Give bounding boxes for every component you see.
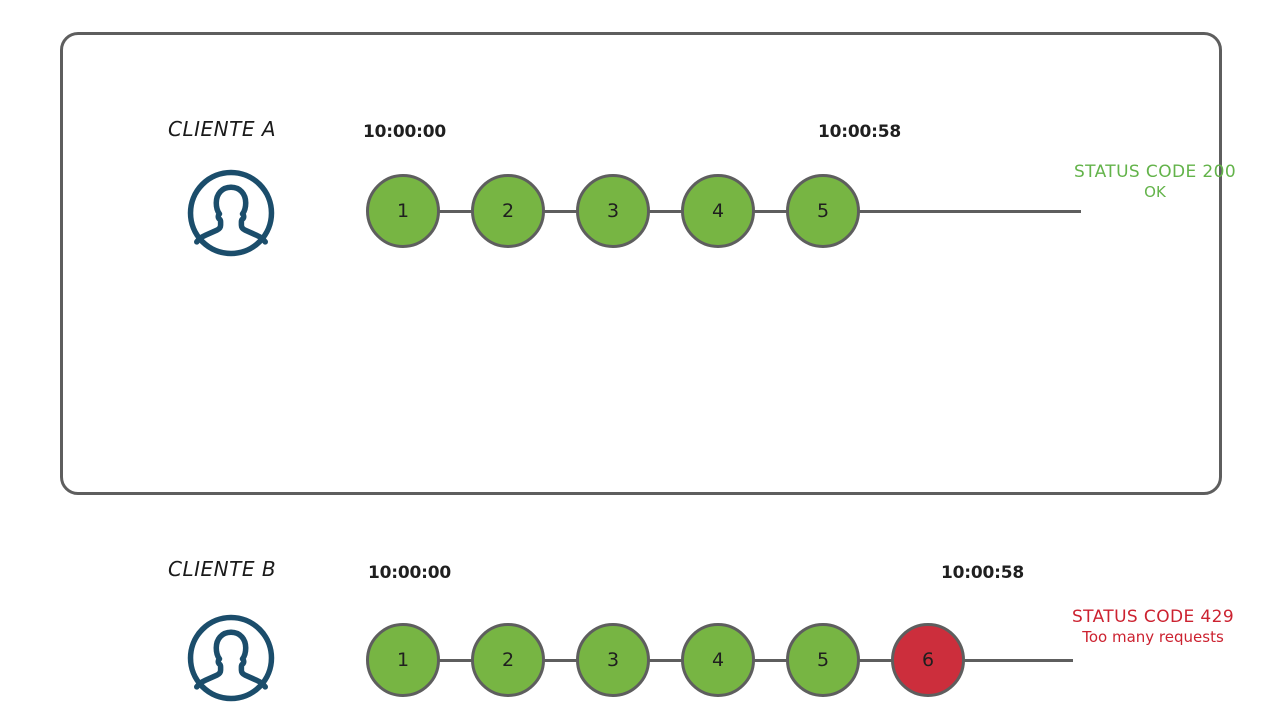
request-node[interactable]: 2 [471, 623, 545, 697]
request-node[interactable]: 5 [786, 174, 860, 248]
request-node-error[interactable]: 6 [891, 623, 965, 697]
status-code-line: STATUS CODE 429 [1071, 607, 1235, 627]
connector-to-status [963, 659, 1073, 662]
timestamp-a-start: 10:00:00 [363, 122, 446, 142]
diagram-panel: CLIENTE A 10:00:00 10:00:58 1 2 3 4 [60, 32, 1236, 702]
user-avatar-icon [185, 612, 277, 704]
status-code-line: STATUS CODE 200 [1073, 162, 1237, 182]
connector [438, 210, 474, 213]
user-avatar-icon [185, 167, 277, 259]
connector [753, 210, 789, 213]
request-node[interactable]: 3 [576, 174, 650, 248]
status-message-a: STATUS CODE 200 OK [1025, 162, 1280, 201]
connector [648, 659, 684, 662]
connector [753, 659, 789, 662]
connector [543, 210, 579, 213]
request-node[interactable]: 5 [786, 623, 860, 697]
request-node[interactable]: 3 [576, 623, 650, 697]
request-node[interactable]: 1 [366, 623, 440, 697]
request-node[interactable]: 4 [681, 174, 755, 248]
client-label-a: CLIENTE A [168, 117, 276, 141]
status-detail-line: Too many requests [1082, 628, 1224, 646]
connector [438, 659, 474, 662]
connector [858, 659, 894, 662]
status-detail-line: OK [1144, 183, 1166, 201]
connector-to-status [856, 210, 1081, 213]
request-node[interactable]: 4 [681, 623, 755, 697]
timestamp-a-end: 10:00:58 [818, 122, 901, 142]
connector [648, 210, 684, 213]
request-node[interactable]: 2 [471, 174, 545, 248]
status-message-b: STATUS CODE 429 Too many requests [1018, 607, 1280, 646]
timestamp-b-end: 10:00:58 [941, 563, 1024, 583]
request-node[interactable]: 1 [366, 174, 440, 248]
timestamp-b-start: 10:00:00 [368, 563, 451, 583]
diagram-canvas: CLIENTE A 10:00:00 10:00:58 1 2 3 4 [60, 32, 1236, 702]
connector [543, 659, 579, 662]
client-label-b: CLIENTE B [168, 557, 277, 581]
